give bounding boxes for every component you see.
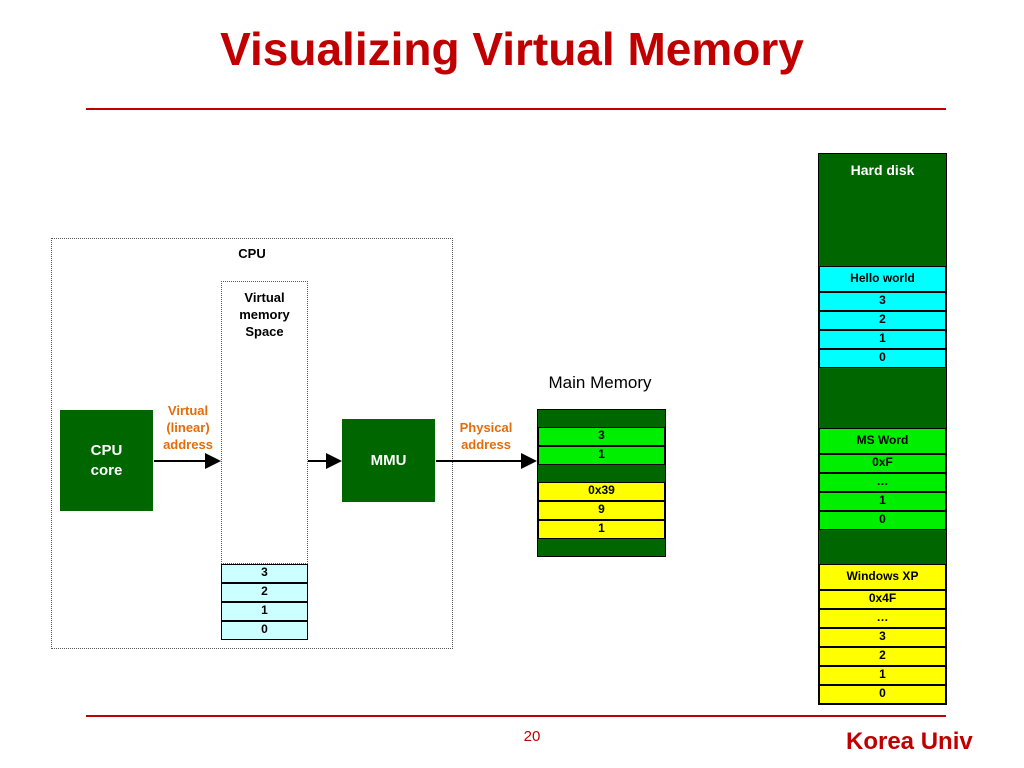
main-memory-cell: 0x39 xyxy=(538,482,665,501)
windows-xp-title: Windows XP xyxy=(819,564,946,590)
main-memory-label: Main Memory xyxy=(548,373,652,392)
main-memory-gap xyxy=(538,539,665,556)
hello-world-cell: 3 xyxy=(819,292,946,311)
virtual-space-label: Virtual memory Space xyxy=(222,289,307,340)
virtual-cell: 3 xyxy=(221,564,308,583)
windows-xp-cell: 3 xyxy=(819,628,946,647)
main-memory-cell: 1 xyxy=(538,446,665,465)
hello-world-cell: 1 xyxy=(819,330,946,349)
cpu-core-box: CPU core xyxy=(60,410,153,511)
page-title: Visualizing Virtual Memory xyxy=(220,23,804,75)
virtual-space-line2: memory xyxy=(239,307,290,322)
windows-xp-cell: 2 xyxy=(819,647,946,666)
virtual-address-label: Virtual (linear) address xyxy=(152,402,224,453)
virtual-address-line2: (linear) xyxy=(166,420,210,435)
ms-word-cell: 1 xyxy=(819,492,946,511)
physical-address-line1: Physical xyxy=(459,420,513,435)
virtual-address-line3: address xyxy=(163,437,213,452)
hard-disk-header-area: Hard disk xyxy=(819,154,946,266)
physical-address-line2: address xyxy=(461,437,511,452)
main-memory-gap xyxy=(538,465,665,482)
hard-disk-gap xyxy=(819,368,946,428)
page-number: 20 xyxy=(523,728,541,745)
ms-word-cell: 0xF xyxy=(819,454,946,473)
mmu-box: MMU xyxy=(342,419,435,502)
virtual-memory-space xyxy=(221,281,308,564)
main-memory-cell: 3 xyxy=(538,427,665,446)
cpu-boundary xyxy=(51,238,453,649)
ms-word-title: MS Word xyxy=(819,428,946,454)
physical-address-label: Physical address xyxy=(450,419,522,453)
ms-word-cell: 0 xyxy=(819,511,946,530)
virtual-cell: 0 xyxy=(221,621,308,640)
main-memory-gap xyxy=(538,410,665,427)
virtual-cells: 3 2 1 0 xyxy=(221,564,308,640)
windows-xp-cell: 0x4F xyxy=(819,590,946,609)
hard-disk-gap xyxy=(819,530,946,564)
ms-word-cell: … xyxy=(819,473,946,492)
virtual-cell: 2 xyxy=(221,583,308,602)
virtual-cell: 1 xyxy=(221,602,308,621)
windows-xp-cell: 1 xyxy=(819,666,946,685)
cpu-label: CPU xyxy=(238,246,266,261)
hard-disk-label: Hard disk xyxy=(850,162,915,178)
virtual-address-line1: Virtual xyxy=(167,403,209,418)
footer-divider xyxy=(86,715,946,717)
cpu-core-line2: core xyxy=(90,461,123,479)
virtual-space-line1: Virtual xyxy=(244,290,285,305)
main-memory-column: 3 1 0x39 9 1 xyxy=(537,409,666,557)
hello-world-title: Hello world xyxy=(819,266,946,292)
cpu-core-line1: CPU xyxy=(90,441,123,459)
windows-xp-cell: … xyxy=(819,609,946,628)
hello-world-cell: 0 xyxy=(819,349,946,368)
title-divider xyxy=(86,108,946,110)
virtual-space-line3: Space xyxy=(245,324,284,339)
footer-org: Korea Univ xyxy=(846,728,973,755)
hello-world-cell: 2 xyxy=(819,311,946,330)
main-memory-cell: 9 xyxy=(538,501,665,520)
hard-disk-column: Hard disk Hello world 3 2 1 0 MS Word 0x… xyxy=(818,153,947,705)
windows-xp-cell: 0 xyxy=(819,685,946,704)
main-memory-cell: 1 xyxy=(538,520,665,539)
